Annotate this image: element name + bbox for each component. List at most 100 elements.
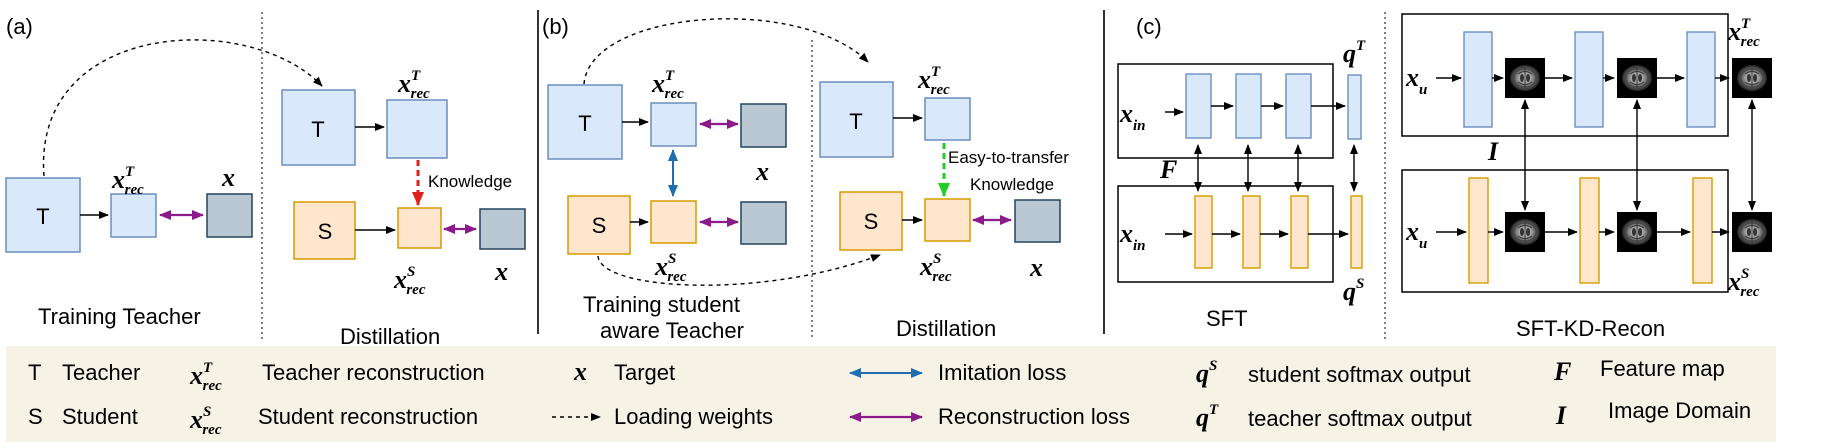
legend-qT-symbol: qT [1196,402,1219,432]
math-label: xin [1119,219,1146,254]
legend-panel [6,346,1776,442]
teacher-layer [1574,31,1604,128]
target-box [479,208,526,250]
teacher-letter: T [36,204,49,229]
caption-sft: SFT [1206,306,1248,331]
student-layer [1692,177,1713,284]
teacher-layer [1235,73,1262,139]
legend-imitation-text: Imitation loss [938,360,1066,385]
teacher-box [5,177,81,253]
target-box [740,201,787,245]
teacher-letter: T [578,111,591,136]
legend-reconstruction-text: Reconstruction loss [938,404,1130,429]
legend-I-symbol: I [1555,401,1567,430]
math-label: qT [1343,38,1366,68]
legend-target-text: Target [614,360,675,385]
math-label: F [1159,155,1177,184]
teacher-box [819,81,894,158]
brain-image-icon [1616,211,1658,253]
student-box [839,191,903,251]
student-layer [1290,195,1309,269]
legend-F-symbol: F [1553,357,1571,386]
student-letter: S [592,213,607,238]
caption-training-student-aware-line1: Training student [583,292,740,317]
legend-feature-map-text: Feature map [1600,356,1725,381]
sft-teacher-network [1117,63,1334,159]
student-layer [1194,195,1213,269]
student-layer [1468,177,1489,284]
teacher-letter: T [311,117,324,142]
loading-weights-arrow-b [583,18,869,85]
legend-loading-text: Loading weights [614,404,773,429]
legend-teacher-text: Teacher [62,360,140,385]
student-letter: S [318,219,333,244]
math-label: x [1029,253,1043,282]
legend-teacher-reconstruction-text: Teacher reconstruction [262,360,485,385]
target-box [740,103,787,148]
teacher-reconstruction-box [650,102,697,147]
teacher-reconstruction-box [110,193,157,238]
teacher-box [281,89,356,166]
legend-teacher-letter: T [28,360,41,385]
brain-image-icon [1731,211,1773,253]
panel-b-tag: (b) [542,14,569,39]
legend-student-softmax-text: student softmax output [1248,362,1471,387]
caption-training-student-aware-line2: aware Teacher [600,318,744,343]
teacher-layer [1686,31,1716,128]
target-box [1014,199,1061,243]
math-label: xu [1405,63,1427,98]
student-reconstruction-box [650,200,697,244]
legend-qS-symbol: qS [1196,358,1217,388]
student-layer [1242,195,1261,269]
teacher-layer [1463,31,1493,128]
caption-sft-kd-recon: SFT-KD-Recon [1516,316,1665,341]
teacher-letter: T [849,109,862,134]
brain-image-icon [1504,211,1546,253]
knowledge-label: Knowledge [970,175,1054,194]
teacher-reconstruction-box [924,97,971,141]
panel-c-tag: (c) [1136,14,1162,39]
student-letter: S [864,209,879,234]
brain-image-icon [1731,57,1773,99]
panel-a-tag: (a) [6,14,33,39]
student-layer [1579,177,1600,284]
brain-image-icon [1504,57,1546,99]
math-label: xu [1405,217,1427,252]
caption-training-teacher: Training Teacher [38,304,201,329]
brain-image-icon [1616,57,1658,99]
student-box [567,195,631,255]
student-softmax-output [1350,195,1363,269]
target-box [206,193,253,238]
legend-student-letter: S [28,404,43,429]
teacher-reconstruction-box [386,99,448,159]
knowledge-label: Knowledge [428,172,512,191]
math-label: x [221,163,235,192]
math-label: qS [1343,276,1364,306]
student-reconstruction-box [397,207,442,249]
math-label: xin [1119,99,1146,134]
sftkd-student-network [1401,169,1729,293]
legend-image-domain-text: Image Domain [1608,398,1751,423]
teacher-softmax-output [1347,74,1362,140]
loading-weights-arrow-a [43,39,323,177]
student-reconstruction-box [924,198,971,242]
caption-distillation-a: Distillation [340,324,440,349]
sftkd-teacher-network [1401,13,1729,137]
legend-target-symbol: x [573,357,587,386]
math-label: I [1487,137,1499,166]
easy-to-transfer-label: Easy-to-transfer [948,148,1069,167]
loading-weights-arrow-b2 [597,254,881,286]
teacher-layer [1285,73,1312,139]
legend-student-text: Student [62,404,138,429]
